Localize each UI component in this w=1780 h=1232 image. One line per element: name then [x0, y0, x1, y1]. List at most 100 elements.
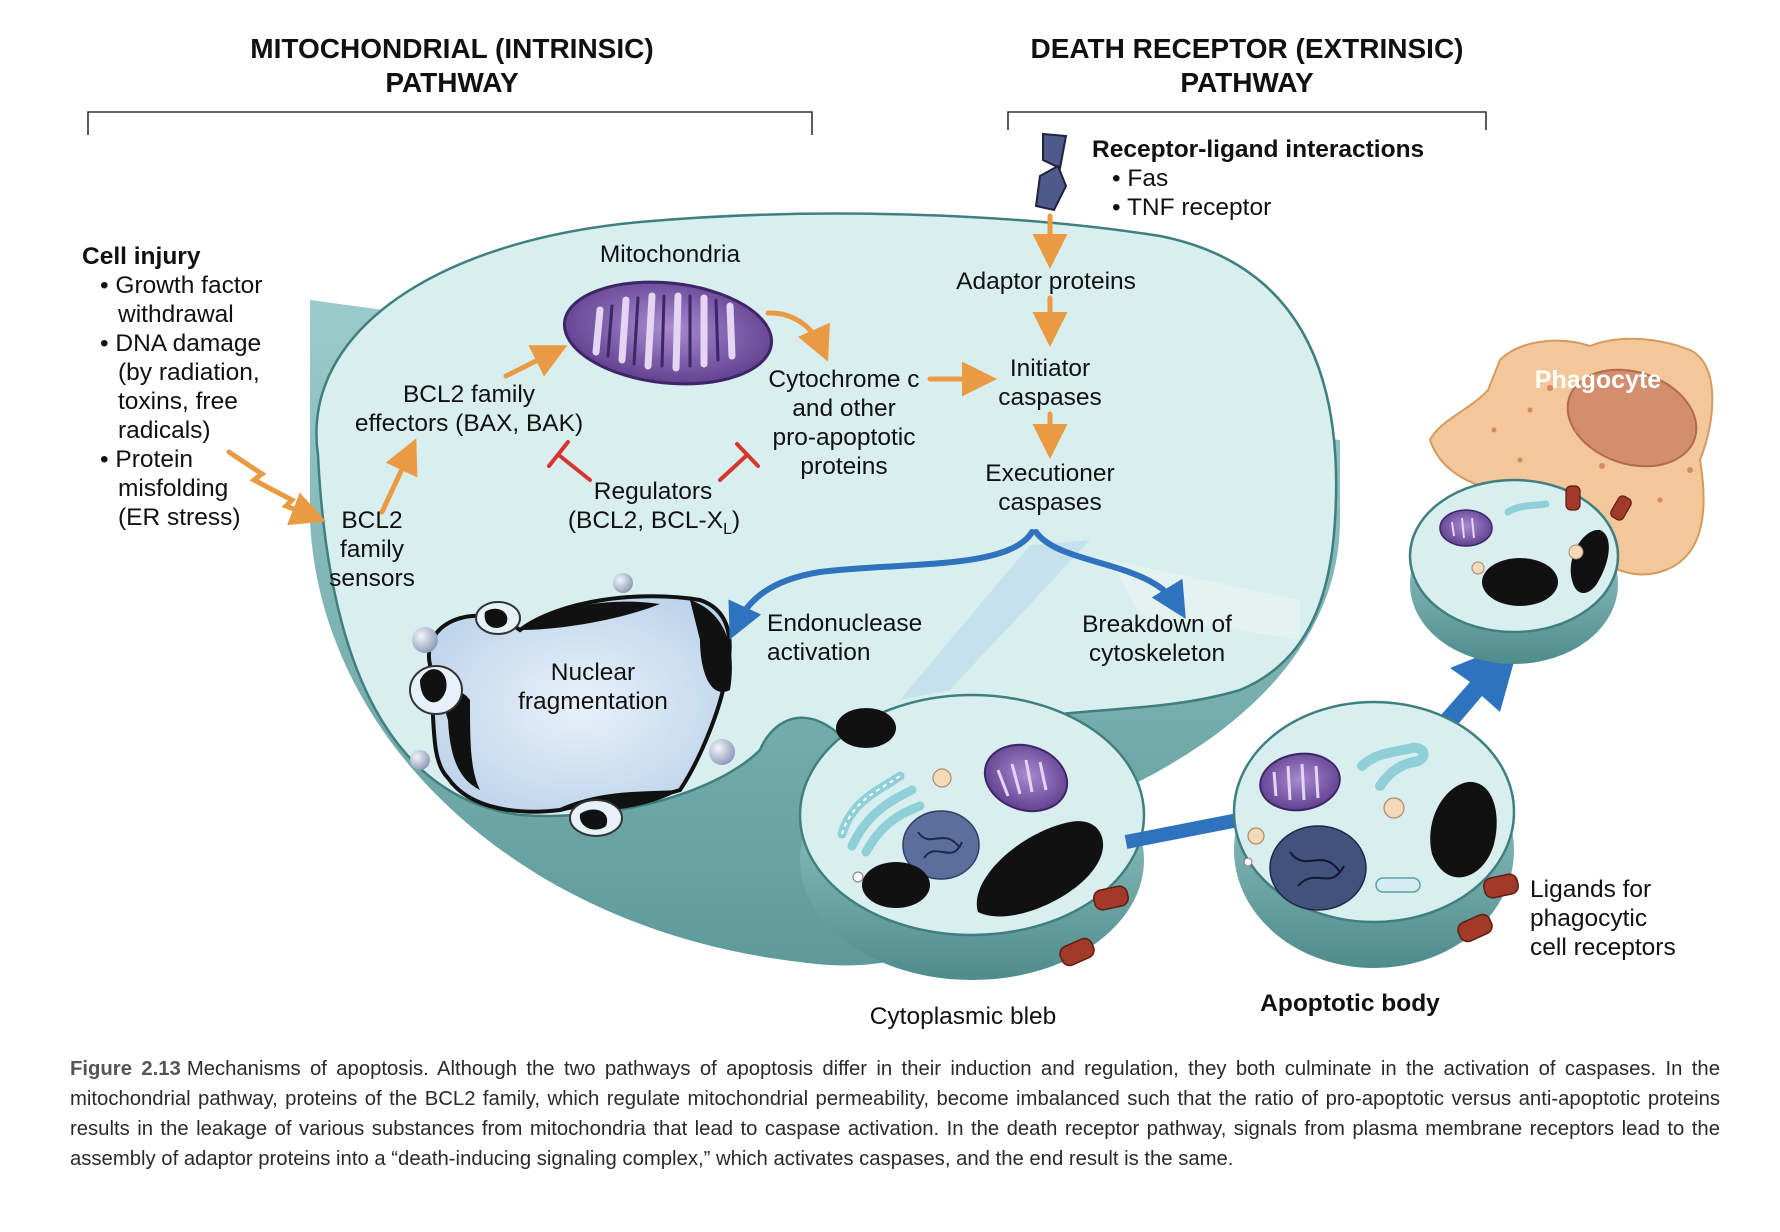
- endonuclease-label: Endonuclease activation: [767, 610, 922, 666]
- bleb-dark-organelle: [976, 821, 1104, 917]
- bleb-dark-organelle: [862, 862, 930, 908]
- nuclear-fragmentation: [409, 573, 735, 837]
- apoptotic-body: [1232, 700, 1519, 968]
- sensors-line: BCL2: [341, 507, 402, 534]
- injury-line: toxins, free: [118, 388, 238, 415]
- apoptotic-vesicle: [412, 627, 438, 653]
- apoptotic-body-label: Apoptotic body: [1260, 990, 1440, 1017]
- phagocyte-nucleus: [1566, 368, 1698, 468]
- initiator-line: Initiator: [1010, 355, 1090, 382]
- execution-arrows: [728, 529, 1186, 640]
- bleb-mitochondrion: [983, 743, 1069, 813]
- pathway-arrows: [226, 213, 1068, 526]
- nuclear-fragmentation-label: Nuclear fragmentation: [518, 659, 668, 715]
- mitochondria-label: Mitochondria: [600, 241, 741, 268]
- arrow-to-endonuclease: [728, 529, 1035, 640]
- extrinsic-heading-line2: PATHWAY: [1180, 67, 1314, 98]
- endonuclease-line: Endonuclease: [767, 610, 922, 637]
- inhibit-effectors: [558, 454, 592, 482]
- intrinsic-heading-line1: MITOCHONDRIAL (INTRINSIC): [250, 33, 653, 64]
- extrinsic-heading-line1: DEATH RECEPTOR (EXTRINSIC): [1031, 33, 1464, 64]
- arrow-mitochondria-to-cytochrome: [765, 310, 830, 362]
- injury-line: withdrawal: [117, 301, 234, 328]
- inhibit-cytochrome-bar: [735, 442, 760, 468]
- effectors-line: BCL2 family: [403, 381, 536, 408]
- intrinsic-heading-line2: PATHWAY: [385, 67, 519, 98]
- injury-line: misfolding: [118, 475, 228, 502]
- body-mitochondrion: [1259, 752, 1341, 812]
- death-receptor: [1034, 132, 1068, 212]
- engulfed-cell: [1408, 478, 1632, 664]
- bleb-ligand: [1059, 885, 1129, 967]
- arrow-to-cytoskeleton: [1033, 529, 1186, 619]
- body-er: [1357, 742, 1429, 791]
- cell-injury-list: Cell injury • Growth factor withdrawal •…: [82, 243, 262, 531]
- regulator-inhibition: [547, 440, 760, 482]
- ligands-line: phagocytic: [1530, 905, 1647, 932]
- sensors-line: family: [340, 536, 405, 563]
- body-granule: [1247, 827, 1265, 845]
- cytochrome-line: and other: [792, 395, 896, 422]
- injury-line: (by radiation,: [118, 359, 260, 386]
- bleb-dark-organelle: [836, 708, 896, 748]
- regulators-title: Regulators: [594, 478, 712, 505]
- phagocyte-label: Phagocyte: [1535, 366, 1662, 394]
- arrow-bleb-to-body: [1124, 813, 1240, 849]
- cytochrome-line: proteins: [800, 453, 887, 480]
- initiator-caspases-label: Initiator caspases: [998, 355, 1102, 411]
- body-dark-organelle: [1430, 781, 1497, 878]
- extrinsic-pathway-heading: DEATH RECEPTOR (EXTRINSIC) PATHWAY: [1007, 33, 1487, 130]
- intrinsic-pathway-heading: MITOCHONDRIAL (INTRINSIC) PATHWAY: [87, 33, 813, 135]
- cytoskeleton-line: cytoskeleton: [1089, 640, 1225, 667]
- cytochrome-label: Cytochrome c and other pro-apoptotic pro…: [768, 366, 919, 480]
- body-granule: [1383, 797, 1405, 819]
- body-ligand: [1457, 873, 1519, 943]
- bleb-granule: [932, 768, 952, 788]
- endonuclease-line: activation: [767, 639, 871, 666]
- ligands-label: Ligands for phagocytic cell receptors: [1530, 876, 1676, 961]
- bleb-granule: [852, 871, 864, 883]
- effectors-line: effectors (BAX, BAK): [355, 410, 583, 437]
- arrow-sensors-to-effectors: [379, 438, 418, 515]
- nuclear-line: Nuclear: [551, 659, 635, 686]
- executioner-line: caspases: [998, 489, 1102, 516]
- executioner-line: Executioner: [985, 460, 1114, 487]
- receptor-item-tnf: • TNF receptor: [1112, 194, 1271, 221]
- figure-number: Figure 2.13: [70, 1058, 181, 1080]
- inhibit-effectors-bar: [547, 440, 570, 468]
- arrow-effectors-to-mitochondria: [503, 345, 568, 379]
- apoptotic-vesicle: [613, 573, 633, 593]
- mitochondrion: [562, 280, 774, 386]
- phagocyte: Phagocyte: [1408, 337, 1714, 664]
- bleb-chromatin: [902, 810, 980, 880]
- nuclear-piece: [409, 665, 463, 715]
- adaptor-proteins-label: Adaptor proteins: [956, 268, 1136, 295]
- body-granule: [1243, 857, 1253, 867]
- initiator-line: caspases: [998, 384, 1102, 411]
- arrow-injury-to-sensors: [226, 449, 327, 526]
- regulators-label: Regulators (BCL2, BCL-XL): [568, 478, 740, 538]
- cytoplasmic-bleb-label: Cytoplasmic bleb: [870, 1003, 1057, 1030]
- intrinsic-bracket: [87, 111, 813, 135]
- injury-line: (ER stress): [118, 504, 241, 531]
- executioner-caspases-label: Executioner caspases: [985, 460, 1114, 516]
- sensors-line: sensors: [329, 565, 415, 592]
- cytochrome-line: Cytochrome c: [768, 366, 919, 393]
- cytoskeleton-label: Breakdown of cytoskeleton: [1082, 611, 1232, 667]
- cell-injury-title: Cell injury: [82, 243, 201, 270]
- injury-line: radicals): [118, 417, 211, 444]
- inhibit-cytochrome: [718, 454, 748, 482]
- nuclear-piece: [569, 799, 623, 837]
- extrinsic-bracket: [1007, 111, 1487, 130]
- caption-text: Mechanisms of apoptosis. Although the tw…: [70, 1058, 1720, 1170]
- apoptotic-vesicle: [410, 750, 430, 770]
- cytoskeleton-line: Breakdown of: [1082, 611, 1232, 638]
- nuclear-line: fragmentation: [518, 688, 668, 715]
- cytoplasmic-bleb: [798, 693, 1146, 980]
- ligands-line: cell receptors: [1530, 934, 1676, 961]
- apoptotic-vesicle: [709, 739, 735, 765]
- light-beam: [900, 540, 1090, 700]
- receptor-item-fas: • Fas: [1112, 165, 1168, 192]
